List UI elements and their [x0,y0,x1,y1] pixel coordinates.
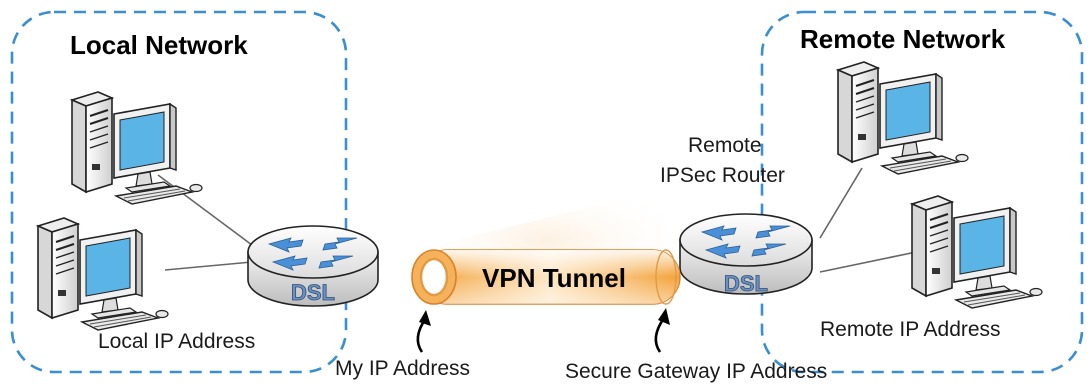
remote-router-caption-line2: IPSec Router [660,164,785,187]
gateway-ip-arrow [654,308,670,353]
my-ip-address-label: My IP Address [335,357,471,380]
local-ip-address-label: Local IP Address [98,330,256,353]
my-ip-arrow [416,310,431,353]
secure-gateway-ip-address-label: Secure Gateway IP Address [565,360,828,383]
remote-network-boundary [760,10,1084,374]
local-computer-1 [71,91,203,205]
remote-ip-address-label: Remote IP Address [820,318,1001,341]
remote-router-caption-line1: Remote [688,134,762,157]
local-computer-2 [37,217,169,331]
remote-computer-1 [837,61,969,175]
vpn-tunnel-label: VPN Tunnel [482,263,626,293]
remote-network-title: Remote Network [800,24,1006,54]
local-network-boundary [10,10,348,374]
remote-dsl-router [679,213,813,295]
remote-computer-2 [911,195,1043,309]
local-network-title: Local Network [70,30,248,60]
remote-network-links [819,167,917,273]
vpn-tunnel [411,249,681,305]
remote-router-label: DSL [724,271,768,296]
local-dsl-router [247,225,379,307]
local-router-label: DSL [291,280,335,305]
